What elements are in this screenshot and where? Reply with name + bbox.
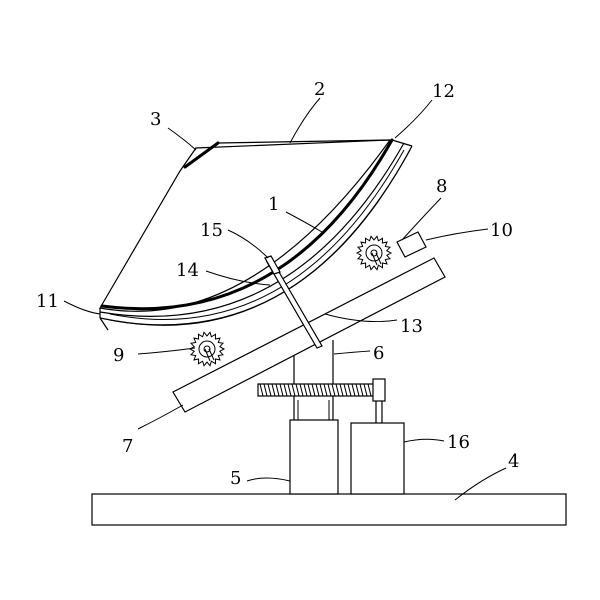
arc-track <box>99 138 413 331</box>
label-16: 16 <box>447 432 470 453</box>
label-3: 3 <box>150 109 161 130</box>
fan-panel <box>99 139 392 312</box>
label-9: 9 <box>113 345 124 366</box>
gear-upper <box>355 235 393 271</box>
label-2: 2 <box>314 79 325 100</box>
label-12: 12 <box>432 81 455 102</box>
label-4: 4 <box>508 451 519 472</box>
gear-lower <box>188 331 226 367</box>
base-plate <box>91 493 567 526</box>
drive-block <box>350 422 405 495</box>
corner-edge <box>183 141 220 169</box>
label-7: 7 <box>122 436 133 457</box>
top-edge <box>217 139 391 144</box>
label-5: 5 <box>230 468 241 489</box>
end-block <box>396 231 427 258</box>
label-8: 8 <box>436 176 447 197</box>
label-13: 13 <box>400 316 423 337</box>
label-11: 11 <box>36 291 59 312</box>
screw-rod <box>257 378 386 423</box>
label-6: 6 <box>373 343 384 364</box>
label-15: 15 <box>200 220 223 241</box>
pointer-tip <box>264 255 281 275</box>
leader-lines <box>63 97 507 501</box>
label-10: 10 <box>490 220 513 241</box>
label-1: 1 <box>268 194 279 215</box>
support-column <box>289 419 339 495</box>
label-14: 14 <box>176 260 199 281</box>
